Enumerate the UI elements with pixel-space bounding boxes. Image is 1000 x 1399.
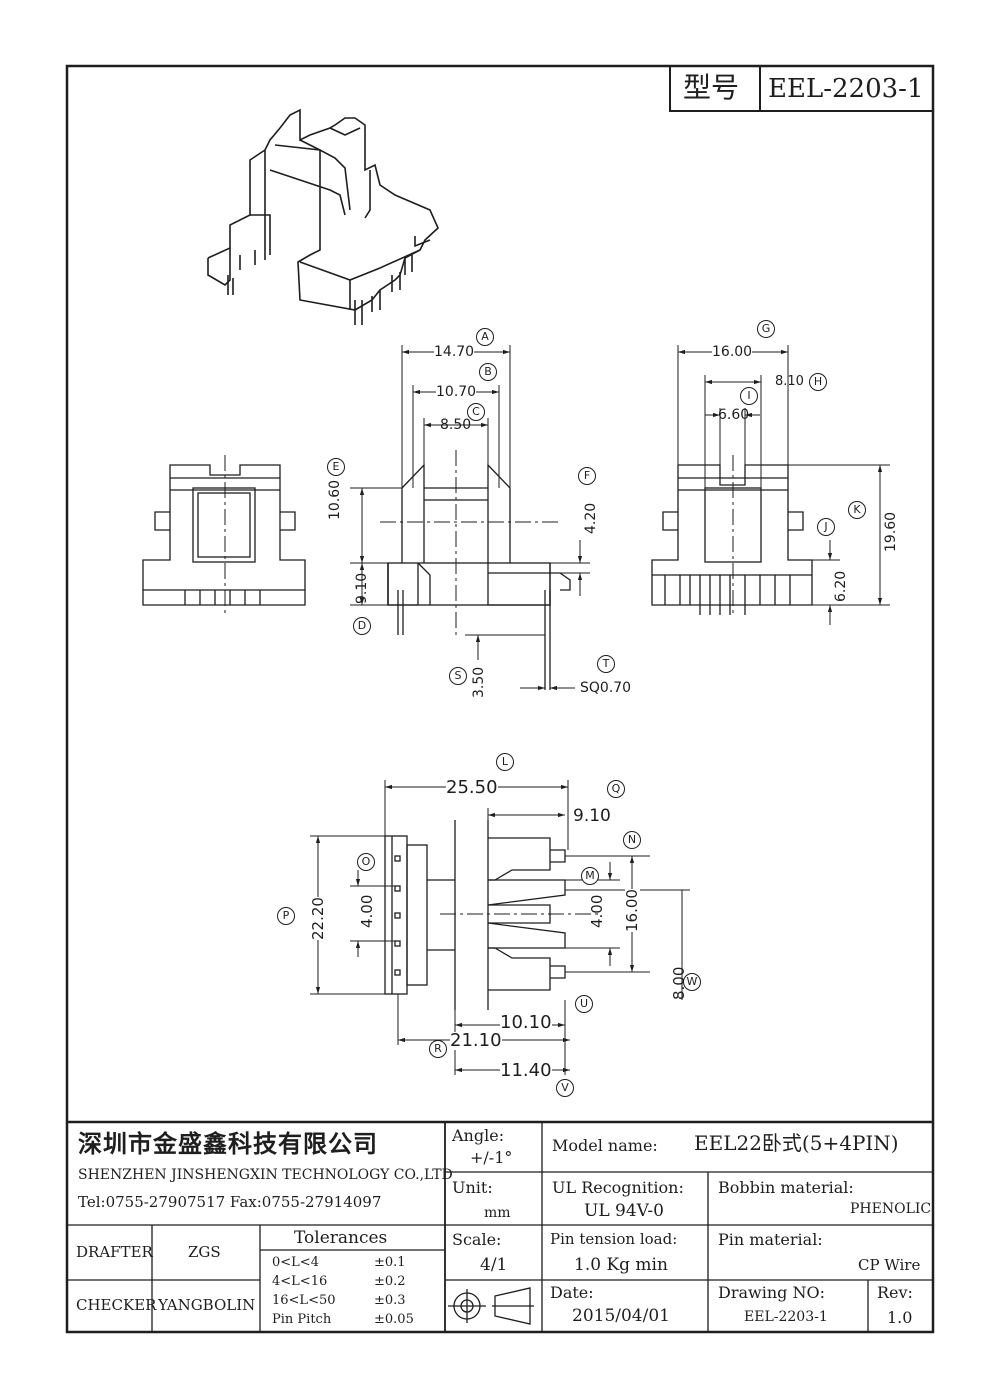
title-block-grid xyxy=(67,1120,933,1332)
callout-v: V xyxy=(556,1079,574,1097)
date-label: Date: xyxy=(550,1283,594,1302)
callout-h: H xyxy=(809,373,827,391)
dim-i: 6.60 xyxy=(718,407,750,423)
dim-r: 21.10 xyxy=(450,1030,502,1051)
rev-value: 1.0 xyxy=(887,1308,913,1327)
dim-u: 10.10 xyxy=(500,1012,552,1033)
dim-b: 10.70 xyxy=(436,384,477,400)
ul-recognition-value: UL 94V-0 xyxy=(584,1201,664,1221)
callout-s: S xyxy=(449,667,467,685)
header-model-value: EEL-2203-1 xyxy=(768,74,924,104)
callout-f: F xyxy=(578,467,596,485)
pin-material-label: Pin material: xyxy=(718,1230,823,1249)
dim-s: 3.50 xyxy=(471,666,487,698)
right-view xyxy=(651,464,813,615)
dim-p: 22.20 xyxy=(309,897,327,940)
model-name-label: Model name: xyxy=(552,1136,658,1155)
callout-u: U xyxy=(575,995,593,1013)
isometric-view xyxy=(207,108,439,325)
drafter-value: ZGS xyxy=(188,1243,221,1261)
checker-label: CHECKER xyxy=(76,1296,157,1314)
dim-f: 4.20 xyxy=(583,502,599,534)
dim-v: 11.40 xyxy=(500,1060,552,1081)
company-contact: Tel:0755-27907517 Fax:0755-27914097 xyxy=(78,1193,382,1211)
dim-g: 16.00 xyxy=(712,344,753,360)
model-name-value: EEL22卧式(5+4PIN) xyxy=(694,1131,899,1155)
company-name-en: SHENZHEN JINSHENGXIN TECHNOLOGY CO.,LTD xyxy=(78,1167,453,1183)
angle-value: +/-1° xyxy=(470,1148,513,1167)
unit-value: mm xyxy=(484,1205,511,1221)
callout-m: M xyxy=(581,867,599,885)
dim-e: 10.60 xyxy=(327,479,343,520)
dim-a: 14.70 xyxy=(434,344,475,360)
dim-o: 4.00 xyxy=(358,894,376,928)
tolerance-value: ±0.05 xyxy=(374,1312,414,1327)
left-view xyxy=(142,464,306,606)
callout-r: R xyxy=(429,1040,447,1058)
dim-d: 9.10 xyxy=(354,572,370,604)
drafter-label: DRAFTER xyxy=(76,1243,153,1261)
drawing-no-label: Drawing NO: xyxy=(718,1283,825,1302)
tolerance-range: 16<L<50 xyxy=(272,1293,336,1308)
projection-symbol-icon xyxy=(448,1287,534,1325)
dimension-lines xyxy=(310,345,890,1075)
callout-q: Q xyxy=(607,780,625,798)
callout-o: O xyxy=(357,853,375,871)
dim-n: 16.00 xyxy=(623,889,641,932)
drawing-frame xyxy=(65,64,935,1334)
dim-t: SQ0.70 xyxy=(580,680,632,696)
callout-b: B xyxy=(479,363,497,381)
unit-label: Unit: xyxy=(452,1178,493,1197)
checker-value: YANGBOLIN xyxy=(158,1296,256,1314)
dim-h: 8.10 xyxy=(775,374,804,389)
callout-d: D xyxy=(353,617,371,635)
drawing-no-value: EEL-2203-1 xyxy=(744,1309,828,1325)
pin-tension-value: 1.0 Kg min xyxy=(574,1255,668,1275)
bobbin-material-value: PHENOLIC xyxy=(850,1201,932,1217)
callout-t: T xyxy=(597,655,615,673)
tolerance-value: ±0.2 xyxy=(374,1274,406,1289)
header-model-label: 型号 xyxy=(683,71,740,104)
dim-j: 6.20 xyxy=(833,570,849,602)
dim-m: 4.00 xyxy=(588,894,606,928)
callout-p: P xyxy=(277,907,295,925)
tolerance-value: ±0.1 xyxy=(374,1255,406,1270)
date-value: 2015/04/01 xyxy=(572,1306,670,1326)
scale-label: Scale: xyxy=(452,1230,502,1249)
front-view xyxy=(387,463,571,690)
callout-e: E xyxy=(327,458,345,476)
angle-label: Angle: xyxy=(452,1126,505,1145)
tolerance-value: ±0.3 xyxy=(374,1293,406,1308)
dim-c: 8.50 xyxy=(440,417,472,433)
pin-tension-label: Pin tension load: xyxy=(550,1230,678,1248)
rev-label: Rev: xyxy=(877,1283,913,1302)
callout-a: A xyxy=(476,328,494,346)
tolerance-range: Pin Pitch xyxy=(272,1312,332,1327)
bobbin-material-label: Bobbin material: xyxy=(718,1178,854,1197)
dim-q: 9.10 xyxy=(573,806,611,826)
scale-value: 4/1 xyxy=(480,1255,508,1275)
callout-k: K xyxy=(848,501,866,519)
callout-l: L xyxy=(496,753,514,771)
tolerance-range: 4<L<16 xyxy=(272,1274,328,1289)
tolerances-title: Tolerances xyxy=(294,1228,388,1248)
header-model-box xyxy=(669,65,934,112)
callout-i: I xyxy=(740,387,758,405)
ul-recognition-label: UL Recognition: xyxy=(552,1178,684,1197)
bottom-view xyxy=(384,820,566,1010)
dim-l: 25.50 xyxy=(446,777,498,798)
company-name-cn: 深圳市金盛鑫科技有限公司 xyxy=(78,1129,378,1158)
tolerance-range: 0<L<4 xyxy=(272,1255,319,1270)
dim-k: 19.60 xyxy=(883,511,899,552)
pin-material-value: CP Wire xyxy=(858,1256,921,1274)
callout-c: C xyxy=(467,403,485,421)
callout-g: G xyxy=(757,320,775,338)
callout-n: N xyxy=(623,831,641,849)
callout-w: W xyxy=(683,973,701,991)
callout-j: J xyxy=(817,518,835,536)
